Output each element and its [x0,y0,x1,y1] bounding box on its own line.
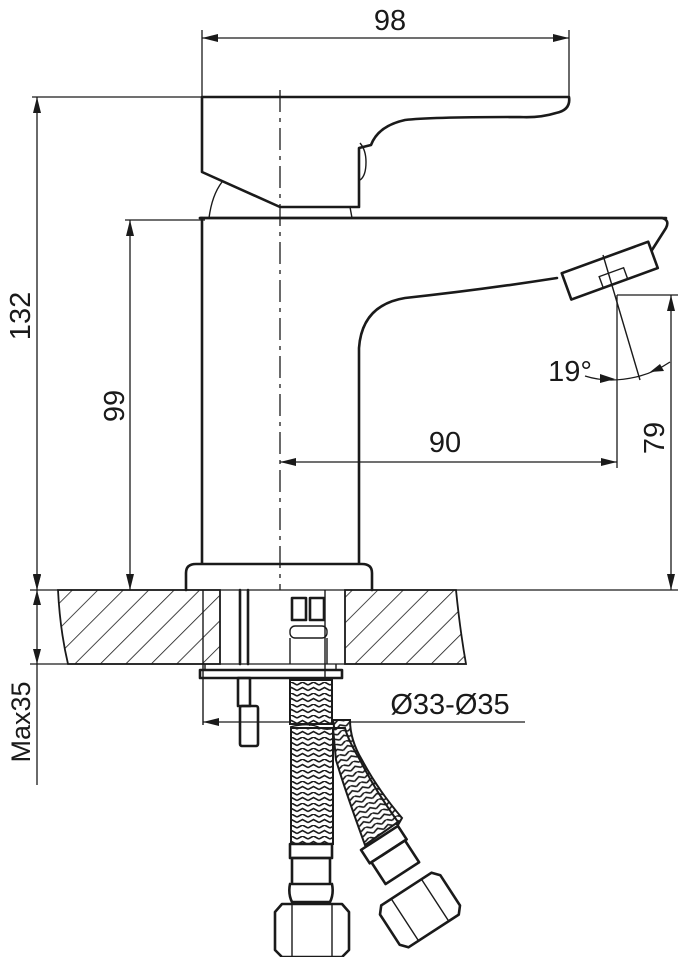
dim-label-132: 132 [5,292,37,340]
dimension-total-height: 132 [5,96,275,590]
arrow-icon [126,574,134,590]
arrow-icon [33,97,41,113]
arrow-icon [202,34,218,42]
arrow-icon [280,458,296,466]
dimension-spout-reach: 90 [280,295,618,468]
base-flange [184,562,374,592]
dimension-outlet-height: 79 [617,294,678,590]
arrow-icon [650,364,664,372]
countertop-section [30,588,678,725]
arrow-icon [600,374,615,383]
mounting-stud [236,676,260,748]
dimension-hole-diameter: Ø33-Ø35 [203,689,525,726]
fixing-plate [198,664,344,680]
arrow-icon [667,295,675,311]
dim-label-90: 90 [429,427,461,459]
dim-label-99: 99 [99,390,131,422]
spout [198,216,669,381]
arrow-icon [126,220,134,236]
arrow-icon [553,34,569,42]
lever-handle [200,95,571,219]
arrow-icon [33,575,41,590]
dim-label-max35: Max35 [6,681,36,762]
aerator [560,240,660,301]
dimension-handle-width: 98 [201,5,570,98]
valve-connector [289,596,328,664]
dimension-body-height: 99 [99,219,205,590]
dim-label-98: 98 [374,5,406,37]
arrow-icon [33,590,41,605]
dimension-spout-angle: 19° [548,356,671,388]
dim-label-79: 79 [639,422,671,454]
arrow-icon [203,718,219,726]
braided-hose-right [331,719,421,886]
dim-label-19deg: 19° [548,356,592,388]
braided-hose-left [288,679,337,904]
arrow-icon [667,574,675,590]
dim-label-hole-diameter: Ø33-Ø35 [390,689,509,721]
hex-nut-right [378,871,462,949]
hex-nut-left [273,902,351,957]
faucet-body [198,216,668,565]
arrow-icon [33,649,41,664]
dimension-max-thickness: Max35 [6,575,41,785]
arrow-icon [601,458,617,466]
